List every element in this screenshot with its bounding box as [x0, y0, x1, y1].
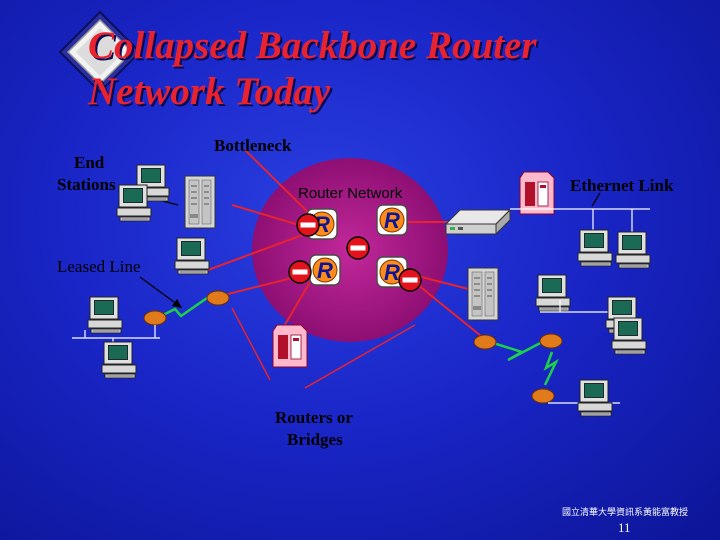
lan-computer-icon: [87, 296, 123, 334]
server-tower-icon: [184, 175, 216, 229]
lan-computer-icon: [611, 317, 647, 355]
leased-line-arrow: [139, 276, 182, 308]
lan-computer-icon: [101, 341, 137, 379]
wan-link-zigzag: [489, 338, 547, 362]
router-node-3: R: [309, 254, 341, 286]
end-station-computer-icon: [116, 184, 152, 222]
routers-or-bridges-label-line-1: Routers or: [275, 408, 353, 427]
router-icon: [143, 310, 167, 326]
bridge-device-icon: [272, 324, 308, 368]
svg-text:R: R: [317, 258, 333, 283]
title-diamond-icon: [58, 10, 142, 94]
leased-line-zigzag: [156, 296, 208, 320]
router-node-2: R: [376, 204, 408, 236]
svg-text:R: R: [384, 260, 400, 285]
blocked-sign-icon: [288, 260, 312, 284]
lan-bus-ethernet: [510, 208, 650, 232]
slide-title-line-1: Collapsed Backbone Router: [88, 24, 537, 67]
ethernet-link-label: Ethernet Link: [570, 176, 674, 195]
slide-title-line-2: Network Today: [88, 70, 331, 113]
server-tower-icon: [467, 267, 499, 321]
leased-line-label: Leased Line: [57, 257, 141, 276]
page-number: 11: [618, 520, 631, 535]
blocked-sign-icon: [346, 236, 370, 260]
svg-text:R: R: [384, 208, 400, 233]
lan-computer-icon: [535, 274, 571, 312]
router-icon: [206, 290, 230, 306]
bottleneck-label: Bottleneck: [214, 136, 292, 155]
bridge-device-icon: [519, 171, 555, 215]
switch-hub-icon: [445, 209, 511, 235]
ethernet-link-pointer: [591, 192, 601, 207]
router-node-4: R: [376, 256, 408, 288]
routers-or-bridges-label-line-2: Bridges: [287, 430, 343, 449]
end-stations-label-line-2: Stations: [57, 175, 116, 194]
end-stations-label-line-1: End: [74, 153, 105, 172]
lan-computer-icon: [577, 379, 613, 417]
footer-credit: 國立清華大學資訊系黃能富教授: [562, 508, 689, 518]
ethernet-computer-icon: [577, 229, 613, 267]
blocked-sign-icon: [296, 213, 320, 237]
router-icon: [473, 334, 497, 350]
routers-bridges-pointer: [231, 307, 271, 381]
ethernet-computer-icon: [615, 231, 651, 269]
router-icon: [539, 333, 563, 349]
routers-bridges-pointer: [304, 324, 416, 389]
blocked-sign-icon: [398, 268, 422, 292]
router-icon: [531, 388, 555, 404]
wan-link-zigzag: [543, 351, 559, 386]
router-network-label: Router Network: [298, 185, 403, 202]
leased-line-computer-icon: [174, 237, 210, 275]
